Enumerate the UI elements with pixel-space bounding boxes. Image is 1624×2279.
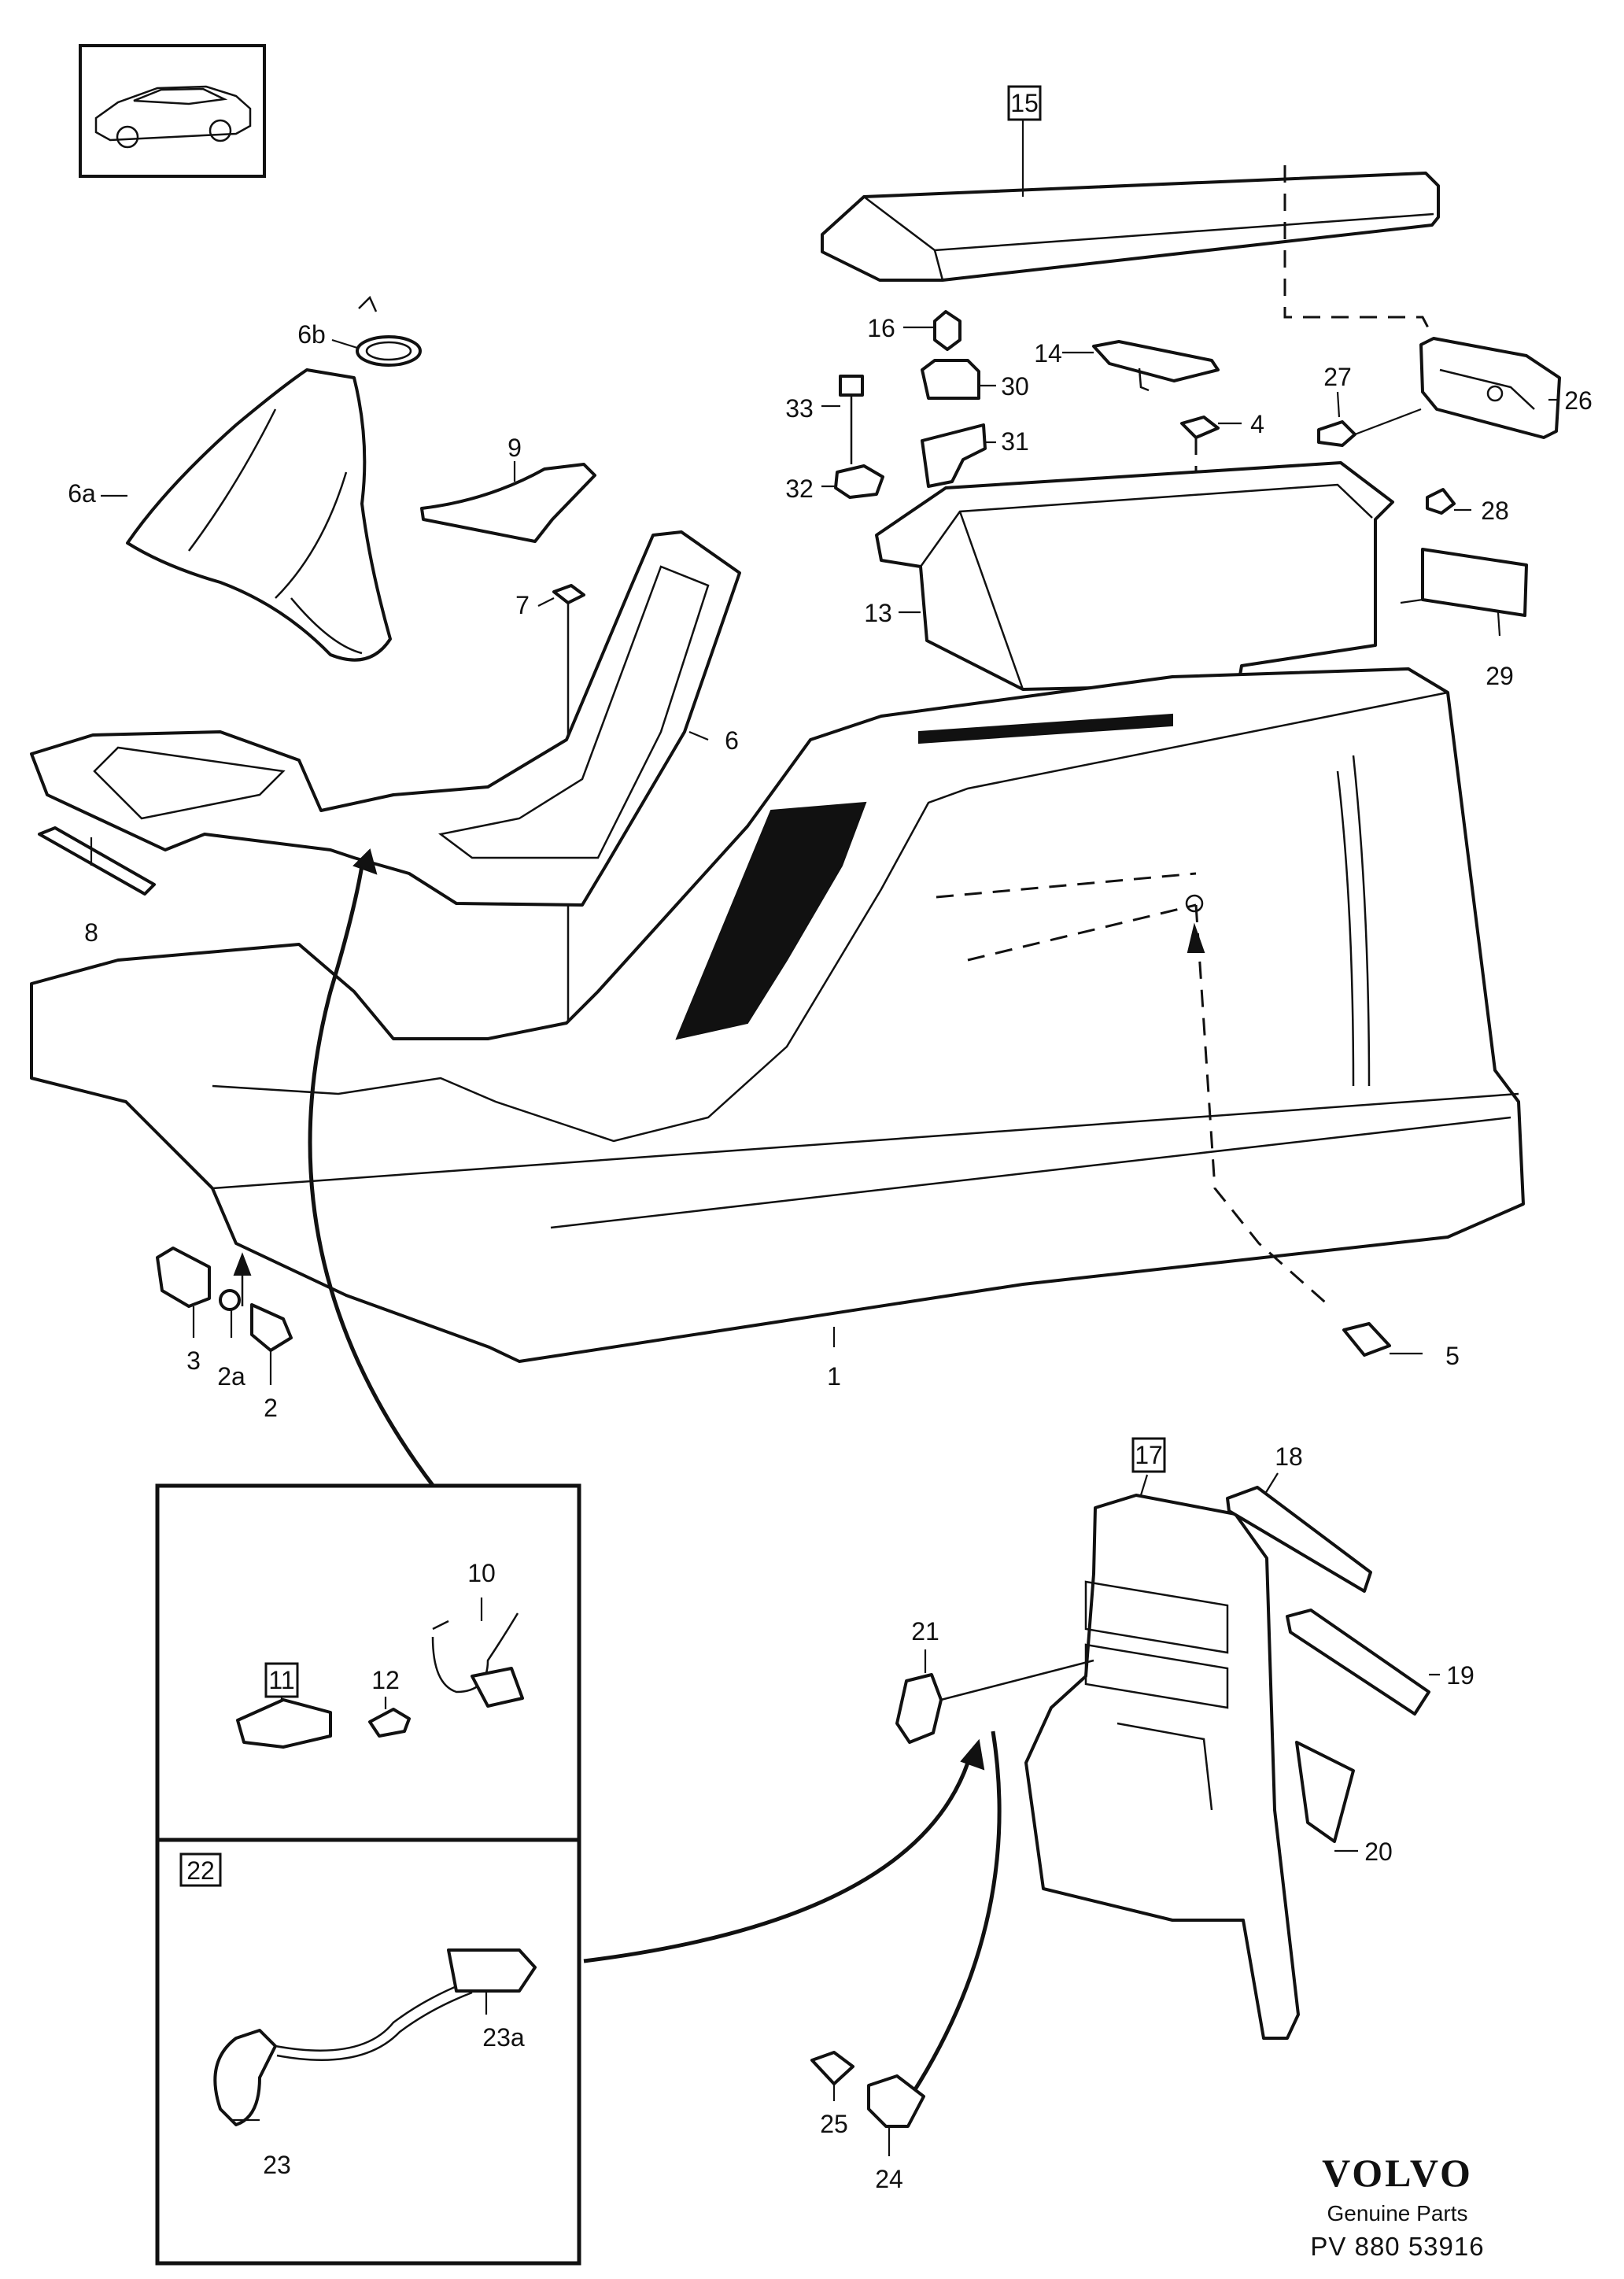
parts-24-25 [810,2051,925,2128]
part-code: PV 880 53916 [1310,2232,1484,2261]
label-33: 33 [785,394,814,423]
label-3: 3 [186,1346,201,1375]
label-18: 18 [1275,1442,1303,1471]
label-10: 10 [467,1559,496,1587]
label-28: 28 [1481,497,1509,525]
label-27: 27 [1323,363,1352,391]
label-2a: 2a [217,1362,245,1391]
label-23a: 23a [482,2023,525,2052]
trim-strip-29 [1421,548,1528,617]
label-7: 7 [515,591,530,619]
console-1 [30,667,1525,1363]
label-6a: 6a [68,479,96,508]
label-26: 26 [1564,386,1593,415]
gear-boot-6a [126,368,392,662]
fasteners-2-3 [156,1247,293,1352]
label-30: 30 [1001,372,1029,401]
inset-box [155,1483,581,2266]
car-thumbnail [79,44,266,178]
label-19: 19 [1446,1661,1475,1690]
label-6: 6 [725,726,739,755]
label-12: 12 [371,1666,400,1694]
label-17: 17 [1135,1441,1163,1469]
label-22: 22 [186,1856,215,1885]
label-16: 16 [867,314,895,342]
label-5: 5 [1445,1342,1460,1370]
brand-block: VOLVO Genuine Parts PV 880 53916 [1310,2151,1484,2261]
storage-tray-13 [875,461,1394,691]
strip-8 [38,826,156,896]
label-2: 2 [264,1394,278,1422]
label-4: 4 [1250,410,1264,438]
label-9: 9 [507,434,522,462]
label-11: 11 [268,1666,294,1694]
label-21: 21 [911,1617,939,1646]
label-25: 25 [820,2110,848,2138]
label-15: 15 [1010,89,1039,117]
label-13: 13 [864,599,892,627]
clip-5 [1187,904,1391,1357]
label-29: 29 [1486,662,1514,690]
label-20: 20 [1364,1838,1393,1866]
label-14: 14 [1034,339,1062,368]
volvo-logo-text: VOLVO [1322,2151,1473,2195]
panel-17 [1024,1494,1300,2040]
reference-arrows [308,848,1002,2095]
ring-6b [356,295,422,367]
label-1: 1 [827,1362,841,1391]
armrest-lid-15 [821,165,1440,333]
brand-tagline: Genuine Parts [1327,2201,1468,2225]
leader-lines [90,115,1559,2156]
label-8: 8 [84,918,98,947]
cover-14 [1092,340,1220,392]
label-24: 24 [875,2165,903,2193]
label-31: 31 [1001,427,1029,456]
label-6b: 6b [297,320,326,349]
label-32: 32 [785,475,814,503]
cover-9 [420,463,596,543]
label-23: 23 [263,2151,291,2179]
hinge-bracket-26 [1317,337,1561,515]
part-labels: 15 16 30 31 33 32 14 4 27 26 28 13 29 6b… [68,85,1593,2193]
fastener-group-upper [834,310,987,499]
frame-6 [30,530,741,907]
parts-18-21 [895,1486,1430,1843]
